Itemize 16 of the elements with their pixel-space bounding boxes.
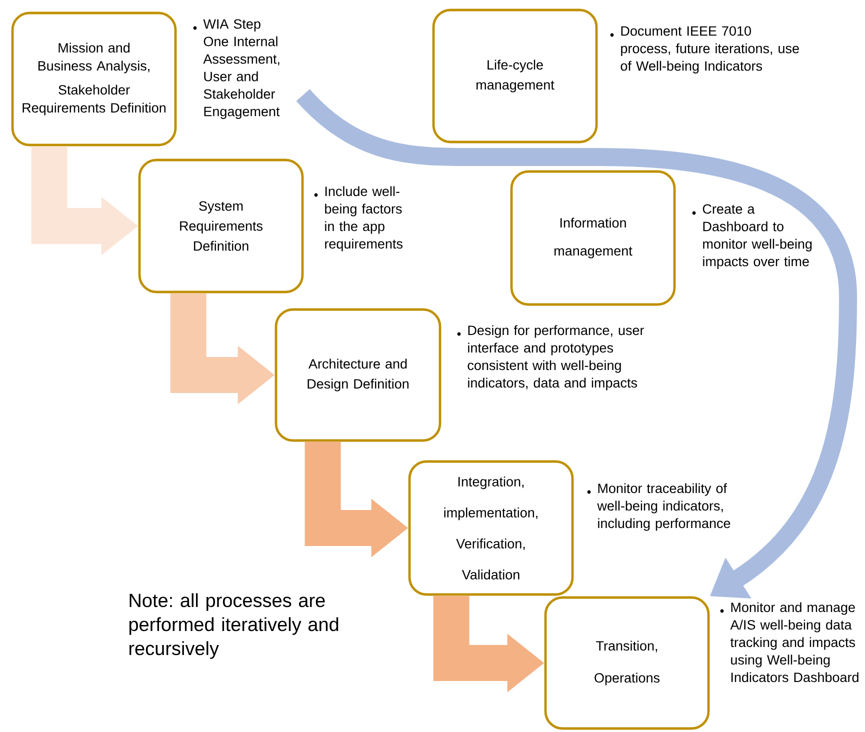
bullet-text: WIA Step One Internal Assessment, User and Stakeholder Engagement	[203, 19, 280, 119]
note-text: Note: all processes are performed iteratively and recursively	[129, 593, 338, 659]
process-box: Life-cycle management	[432, 8, 598, 144]
process-box: Integration, implementation, Verification, Validation	[408, 460, 574, 596]
process-box: System Requirements Definition	[138, 158, 304, 294]
bullet-text: Create a Dashboard to monitor well-being impacts over time	[702, 204, 812, 269]
process-box: Transition, Operations	[544, 596, 710, 730]
process-box: Information management	[510, 170, 676, 306]
bullet-text: Monitor and manage A/IS well-being data tracking and impacts using Well-being Indicators Dashboard	[730, 602, 858, 682]
process-box: Architecture and Design Definition	[274, 308, 442, 442]
bullet-text: Monitor traceability of well-being indicators, including performance	[597, 483, 730, 531]
process-box: Mission and Business Analysis, Stakeholder Requirements Definition	[11, 12, 177, 146]
bullet-text: Design for performance, user interface and prototypes consistent with well-being indicators, data and impacts	[468, 325, 644, 390]
curved-arrow	[296, 88, 857, 599]
bullet-text: Document IEEE 7010 process, future iterations, use of Well-being Indicators	[620, 26, 799, 74]
bullet-text: Include well-being factors in the app requirements	[325, 186, 402, 252]
